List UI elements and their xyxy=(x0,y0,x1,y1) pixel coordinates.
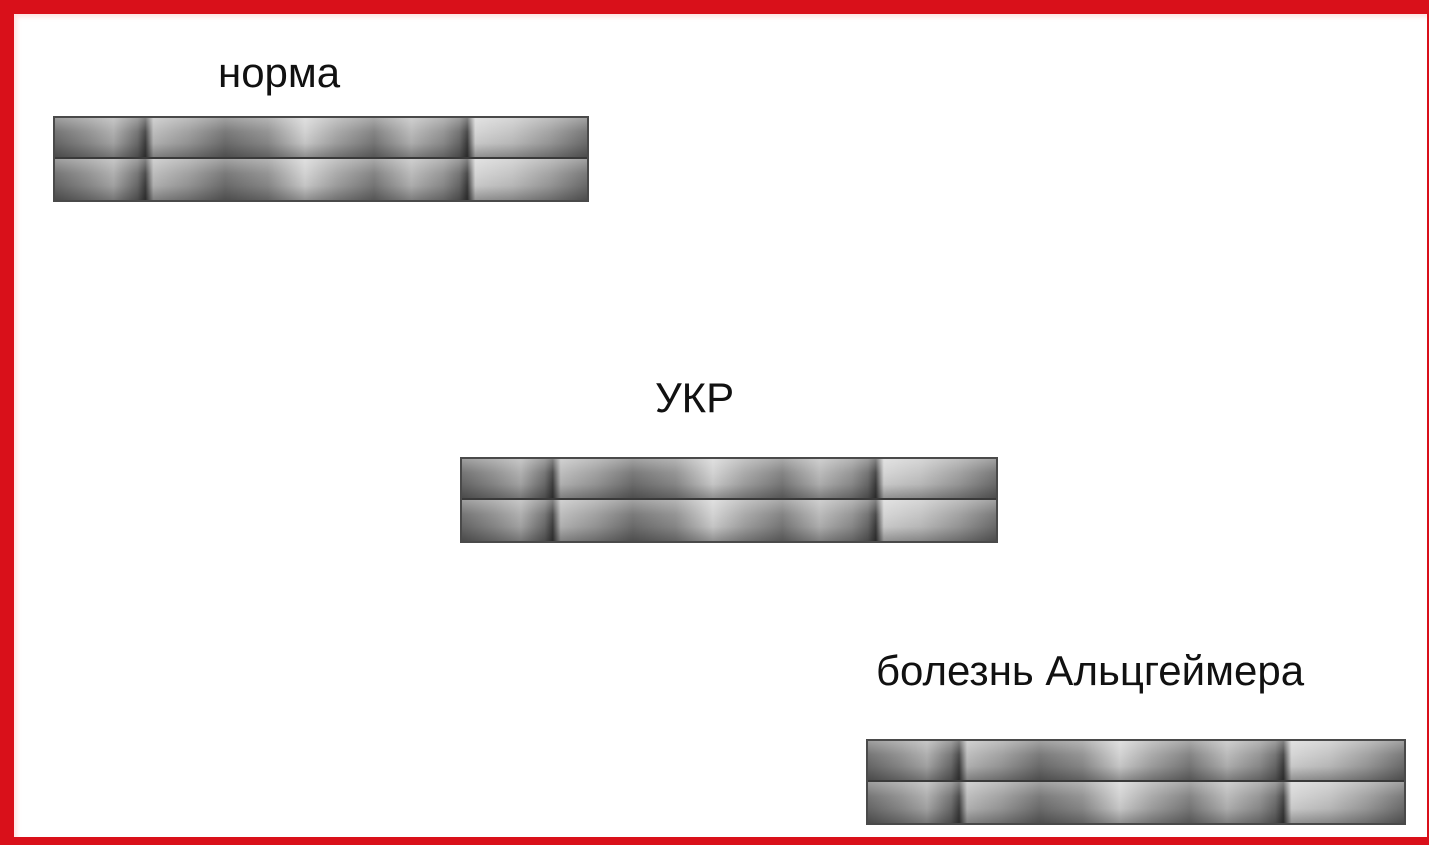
chromatid-bottom xyxy=(55,159,587,200)
label-ukr: УКР xyxy=(655,374,735,421)
chromosome-pair-alzheimer xyxy=(866,739,1406,825)
chromatid-top xyxy=(868,741,1404,782)
chromatid-bottom xyxy=(868,782,1404,823)
chromosome-pair-ukr xyxy=(460,457,998,543)
chromatid-top xyxy=(55,118,587,159)
chromosome-pair-normal xyxy=(53,116,589,202)
chromatid-bottom xyxy=(462,500,996,541)
label-normal: норма xyxy=(218,49,341,96)
label-alzheimer: болезнь Альцгеймера xyxy=(876,647,1305,694)
chromatid-top xyxy=(462,459,996,500)
